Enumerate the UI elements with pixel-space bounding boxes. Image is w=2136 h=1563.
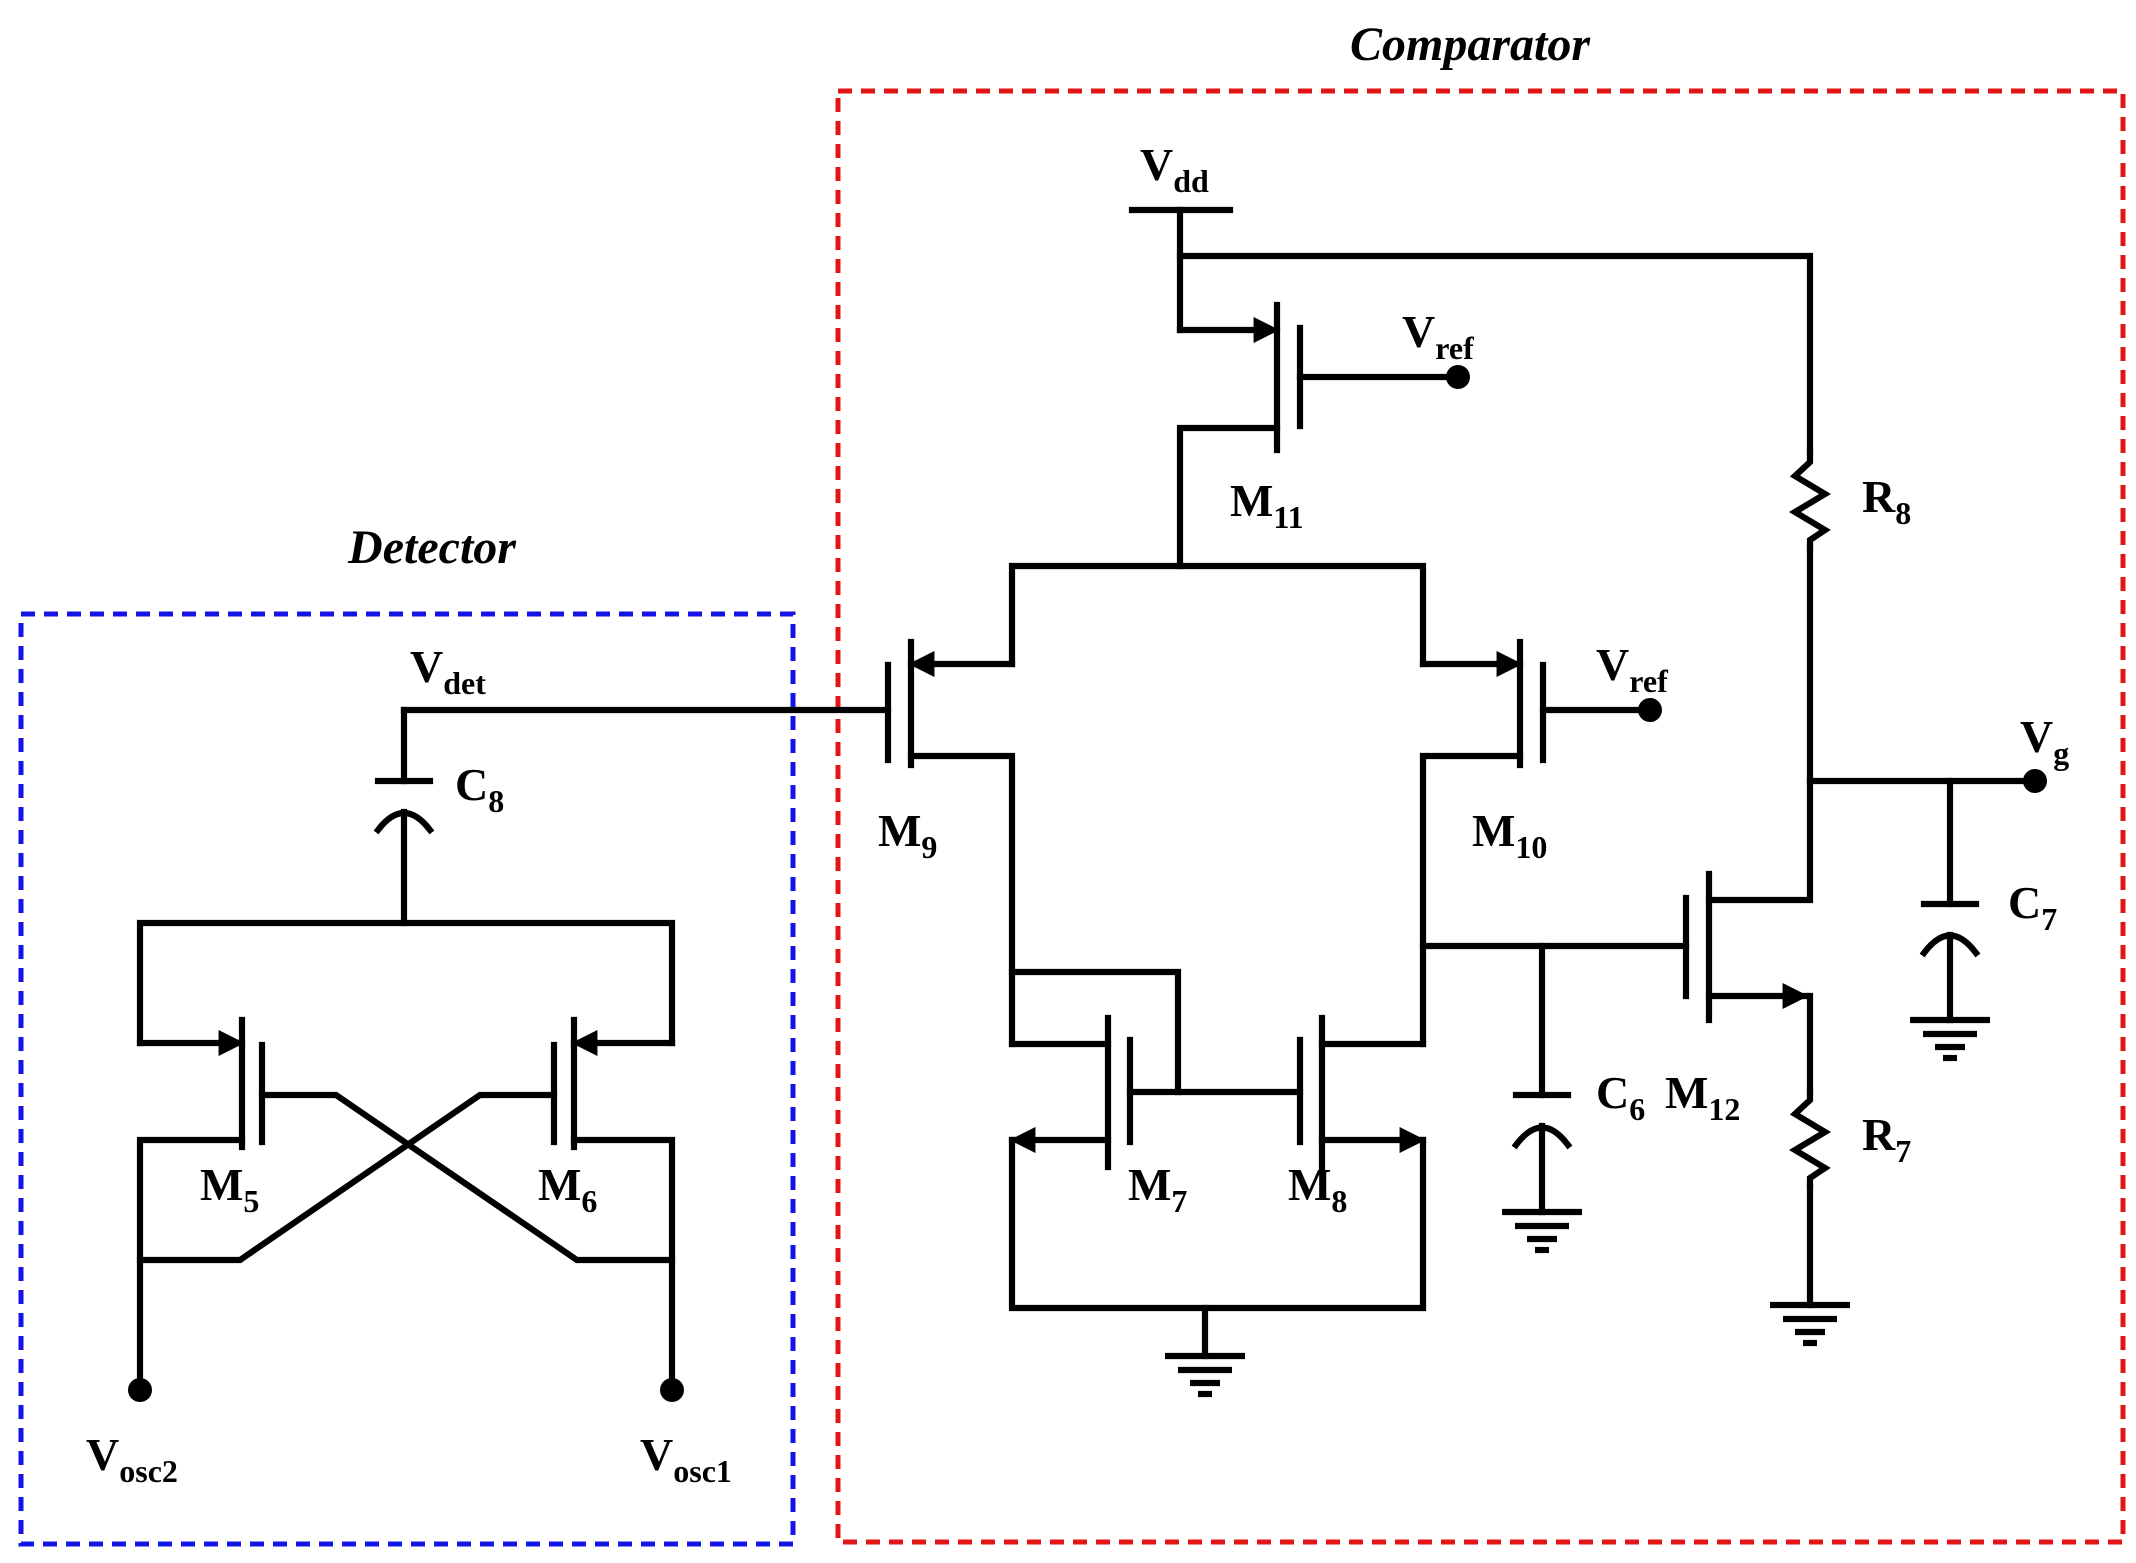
label-m6: M6	[538, 1159, 597, 1219]
label-c8: C8	[455, 759, 504, 819]
resistor-r8	[1788, 448, 1832, 785]
transistor-m12	[1682, 777, 1814, 1096]
label-c6: C6	[1596, 1067, 1645, 1127]
label-m5: M5	[200, 1159, 259, 1219]
label-vg: Vg	[2020, 711, 2069, 771]
capacitor-c8	[373, 777, 435, 927]
label-m10: M10	[1472, 805, 1547, 865]
comparator-circuit	[884, 206, 2047, 1398]
label-vosc1: Vosc1	[640, 1429, 732, 1489]
label-m12: M12	[1665, 1067, 1740, 1127]
comparator-block-border	[835, 88, 2126, 1545]
vref-terminal-1	[1446, 365, 1470, 389]
capacitor-c7	[1910, 777, 1990, 1062]
diff-pair-tail-rail	[1008, 562, 1427, 668]
detector-top-rail	[136, 919, 676, 1047]
label-vosc2: Vosc2	[86, 1429, 178, 1489]
label-m9: M9	[878, 805, 937, 865]
comparator-title: Comparator	[1350, 18, 1591, 71]
mirror-source-wire	[1008, 1136, 1427, 1312]
label-c7: C7	[2008, 877, 2057, 937]
transistor-m7	[1008, 1014, 1134, 1171]
label-vref-2: Vref	[1596, 639, 1668, 699]
mirror-diode-wire	[1008, 968, 1182, 1096]
component-labels: Vdet C8 M5 M6 Vosc2 Vosc1 Vdd Vref M11 R…	[86, 139, 2069, 1489]
transistor-m8	[1296, 1014, 1427, 1171]
capacitor-c6	[1502, 942, 1582, 1254]
vosc2-terminal	[128, 1378, 152, 1402]
transistor-m5	[136, 1016, 676, 1394]
label-vref-1: Vref	[1402, 306, 1474, 366]
label-vdd: Vdd	[1140, 139, 1209, 199]
label-vdet: Vdet	[410, 641, 486, 701]
vg-terminal	[2023, 769, 2047, 793]
vref-terminal-2	[1638, 698, 1662, 722]
resistor-r7	[1770, 1088, 1850, 1347]
ground-mirror	[1165, 1352, 1245, 1398]
label-r7: R7	[1862, 1109, 1911, 1169]
transistor-m9	[884, 638, 1016, 1048]
label-m8: M8	[1288, 1159, 1347, 1219]
transistor-m6	[136, 1016, 676, 1394]
label-m7: M7	[1128, 1159, 1187, 1219]
vdd-to-r8-wire	[1176, 252, 1814, 456]
vosc1-terminal	[660, 1378, 684, 1402]
transistor-m11	[1176, 301, 1470, 570]
detector-circuit	[128, 706, 892, 1402]
label-m11: M11	[1230, 475, 1304, 535]
label-r8: R8	[1862, 471, 1911, 531]
detector-title: Detector	[347, 521, 517, 574]
